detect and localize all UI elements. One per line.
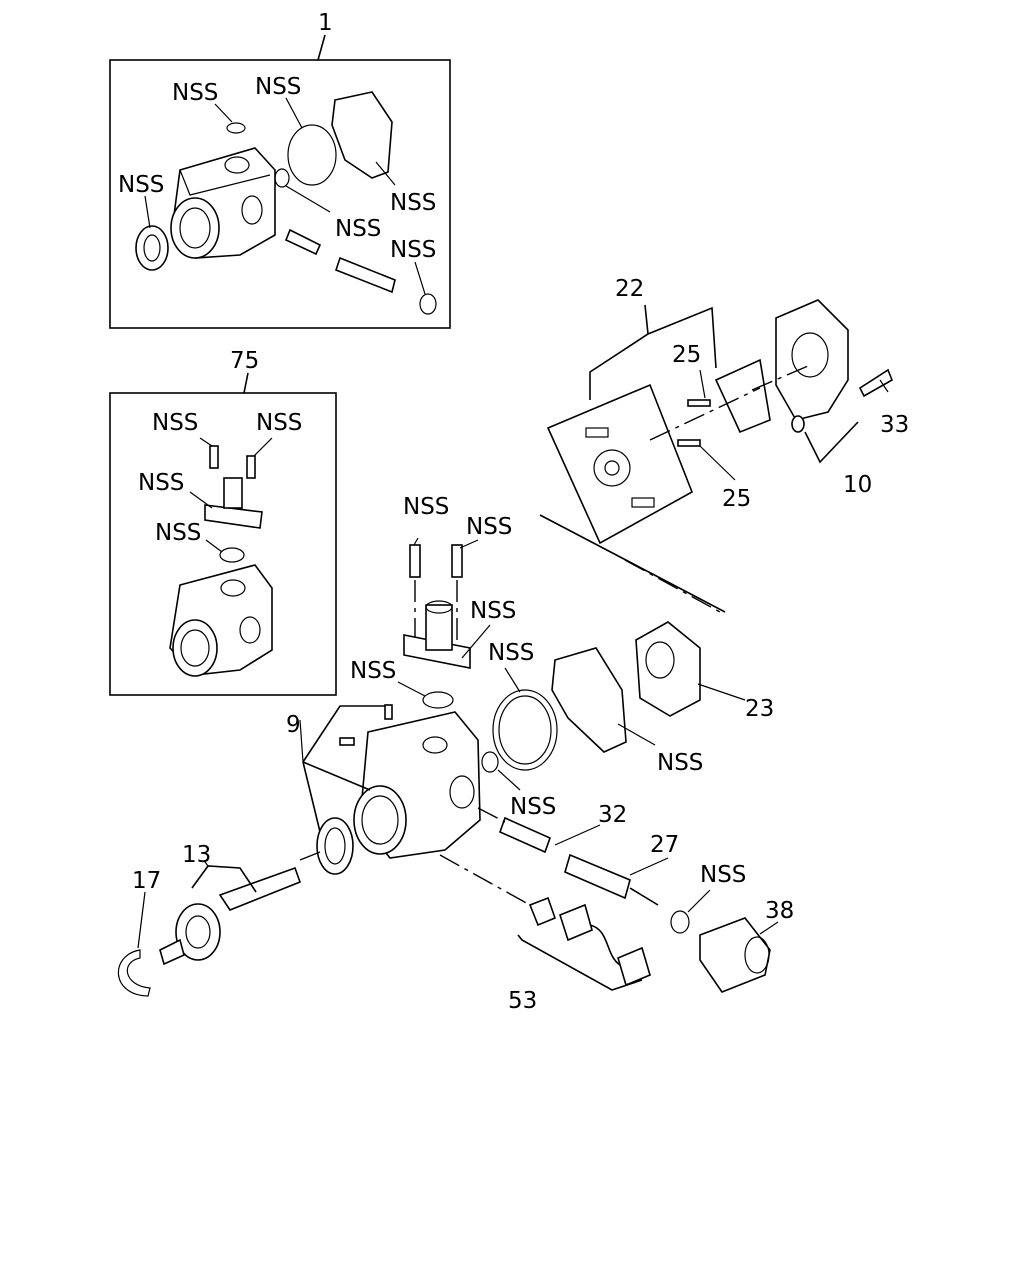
label-nss-connector-o-ring: NSS — [700, 862, 746, 888]
label-part-27: 27 — [650, 832, 679, 858]
center-o-ring — [422, 691, 454, 709]
flow-valve-27 — [564, 853, 631, 900]
rear-cover-10 — [751, 299, 894, 464]
label-nss-kit1-d: NSS — [390, 190, 436, 216]
label-nss-flange: NSS — [470, 598, 516, 624]
label-nss-bolt-right: NSS — [466, 514, 512, 540]
kit-75-bolt-right — [246, 455, 256, 479]
kit-1-gasket — [331, 91, 393, 179]
drive-shaft-13 — [159, 861, 302, 966]
label-nss-bolt-left: NSS — [403, 494, 449, 520]
label-part-22: 22 — [615, 276, 644, 302]
dowel-pin-side — [339, 737, 355, 746]
kit-1-seal — [135, 225, 169, 271]
label-nss-kit1-f: NSS — [390, 237, 436, 263]
kit-75-pipe — [223, 477, 243, 509]
main-pump-body — [299, 704, 481, 859]
cam-ring — [714, 358, 771, 434]
label-nss-kit1-a: NSS — [172, 80, 218, 106]
label-part-32: 32 — [598, 802, 627, 828]
connector-o-ring — [670, 910, 690, 934]
label-part-53: 53 — [508, 988, 537, 1014]
kit-1-o-ring-end — [419, 293, 437, 315]
label-part-25-lower: 25 — [722, 486, 751, 512]
pin-25-lower — [677, 439, 701, 447]
oil-seal — [316, 817, 354, 875]
center-bolts — [397, 537, 491, 709]
kit-75-box — [109, 372, 337, 696]
pressure-plate-23 — [635, 621, 701, 717]
union-connector-38 — [699, 917, 771, 993]
label-part-10: 10 — [843, 472, 872, 498]
kit-1-valve — [335, 256, 396, 294]
kit-1-spring — [284, 228, 322, 256]
label-nss-kit1-c: NSS — [118, 172, 164, 198]
kit-75-flange — [204, 504, 263, 529]
kit-1-o-ring-top — [226, 122, 246, 134]
label-part-23: 23 — [745, 696, 774, 722]
pin-25-upper — [687, 399, 711, 407]
label-nss-kit1-b: NSS — [255, 74, 301, 100]
rotor-plate — [546, 383, 694, 545]
rotor-kit-22 — [539, 304, 771, 613]
snap-ring-17 — [117, 949, 151, 997]
kit-75-o-ring — [219, 547, 245, 563]
label-part-33: 33 — [880, 412, 909, 438]
kit-1-box — [109, 34, 451, 329]
gasket — [551, 647, 627, 753]
label-nss-kit75-b: NSS — [256, 410, 302, 436]
label-part-75: 75 — [230, 348, 259, 374]
label-part-25-upper: 25 — [672, 342, 701, 368]
large-o-ring — [492, 689, 558, 771]
label-nss-gasket: NSS — [657, 750, 703, 776]
bolt-33 — [858, 368, 894, 398]
housing-parts — [481, 621, 746, 791]
label-nss-small-o-ring: NSS — [510, 794, 556, 820]
kit-1-o-ring-small — [274, 168, 290, 188]
spring-32 — [498, 816, 552, 854]
label-nss-center-o-ring: NSS — [350, 658, 396, 684]
kit-1-o-ring-large — [287, 124, 337, 186]
kit-1-pump-body — [170, 147, 276, 259]
label-part-38: 38 — [765, 898, 794, 924]
label-nss-kit75-a: NSS — [152, 410, 198, 436]
rotor — [593, 449, 631, 487]
label-part-13: 13 — [182, 842, 211, 868]
bolt-left — [409, 544, 421, 578]
label-nss-kit1-e: NSS — [335, 216, 381, 242]
kit-75-bolt-left — [209, 445, 219, 469]
label-part-9: 9 — [286, 712, 301, 738]
pressure-switch-53 — [439, 854, 651, 991]
bolt-right — [451, 544, 463, 578]
label-part-1: 1 — [318, 10, 333, 36]
label-part-17: 17 — [132, 868, 161, 894]
label-nss-kit75-d: NSS — [155, 520, 201, 546]
label-nss-kit75-c: NSS — [138, 470, 184, 496]
dowel-pin-top — [384, 704, 393, 720]
small-o-ring — [481, 751, 499, 773]
kit-75-pump-body — [169, 564, 273, 677]
label-nss-o-ring-large: NSS — [488, 640, 534, 666]
